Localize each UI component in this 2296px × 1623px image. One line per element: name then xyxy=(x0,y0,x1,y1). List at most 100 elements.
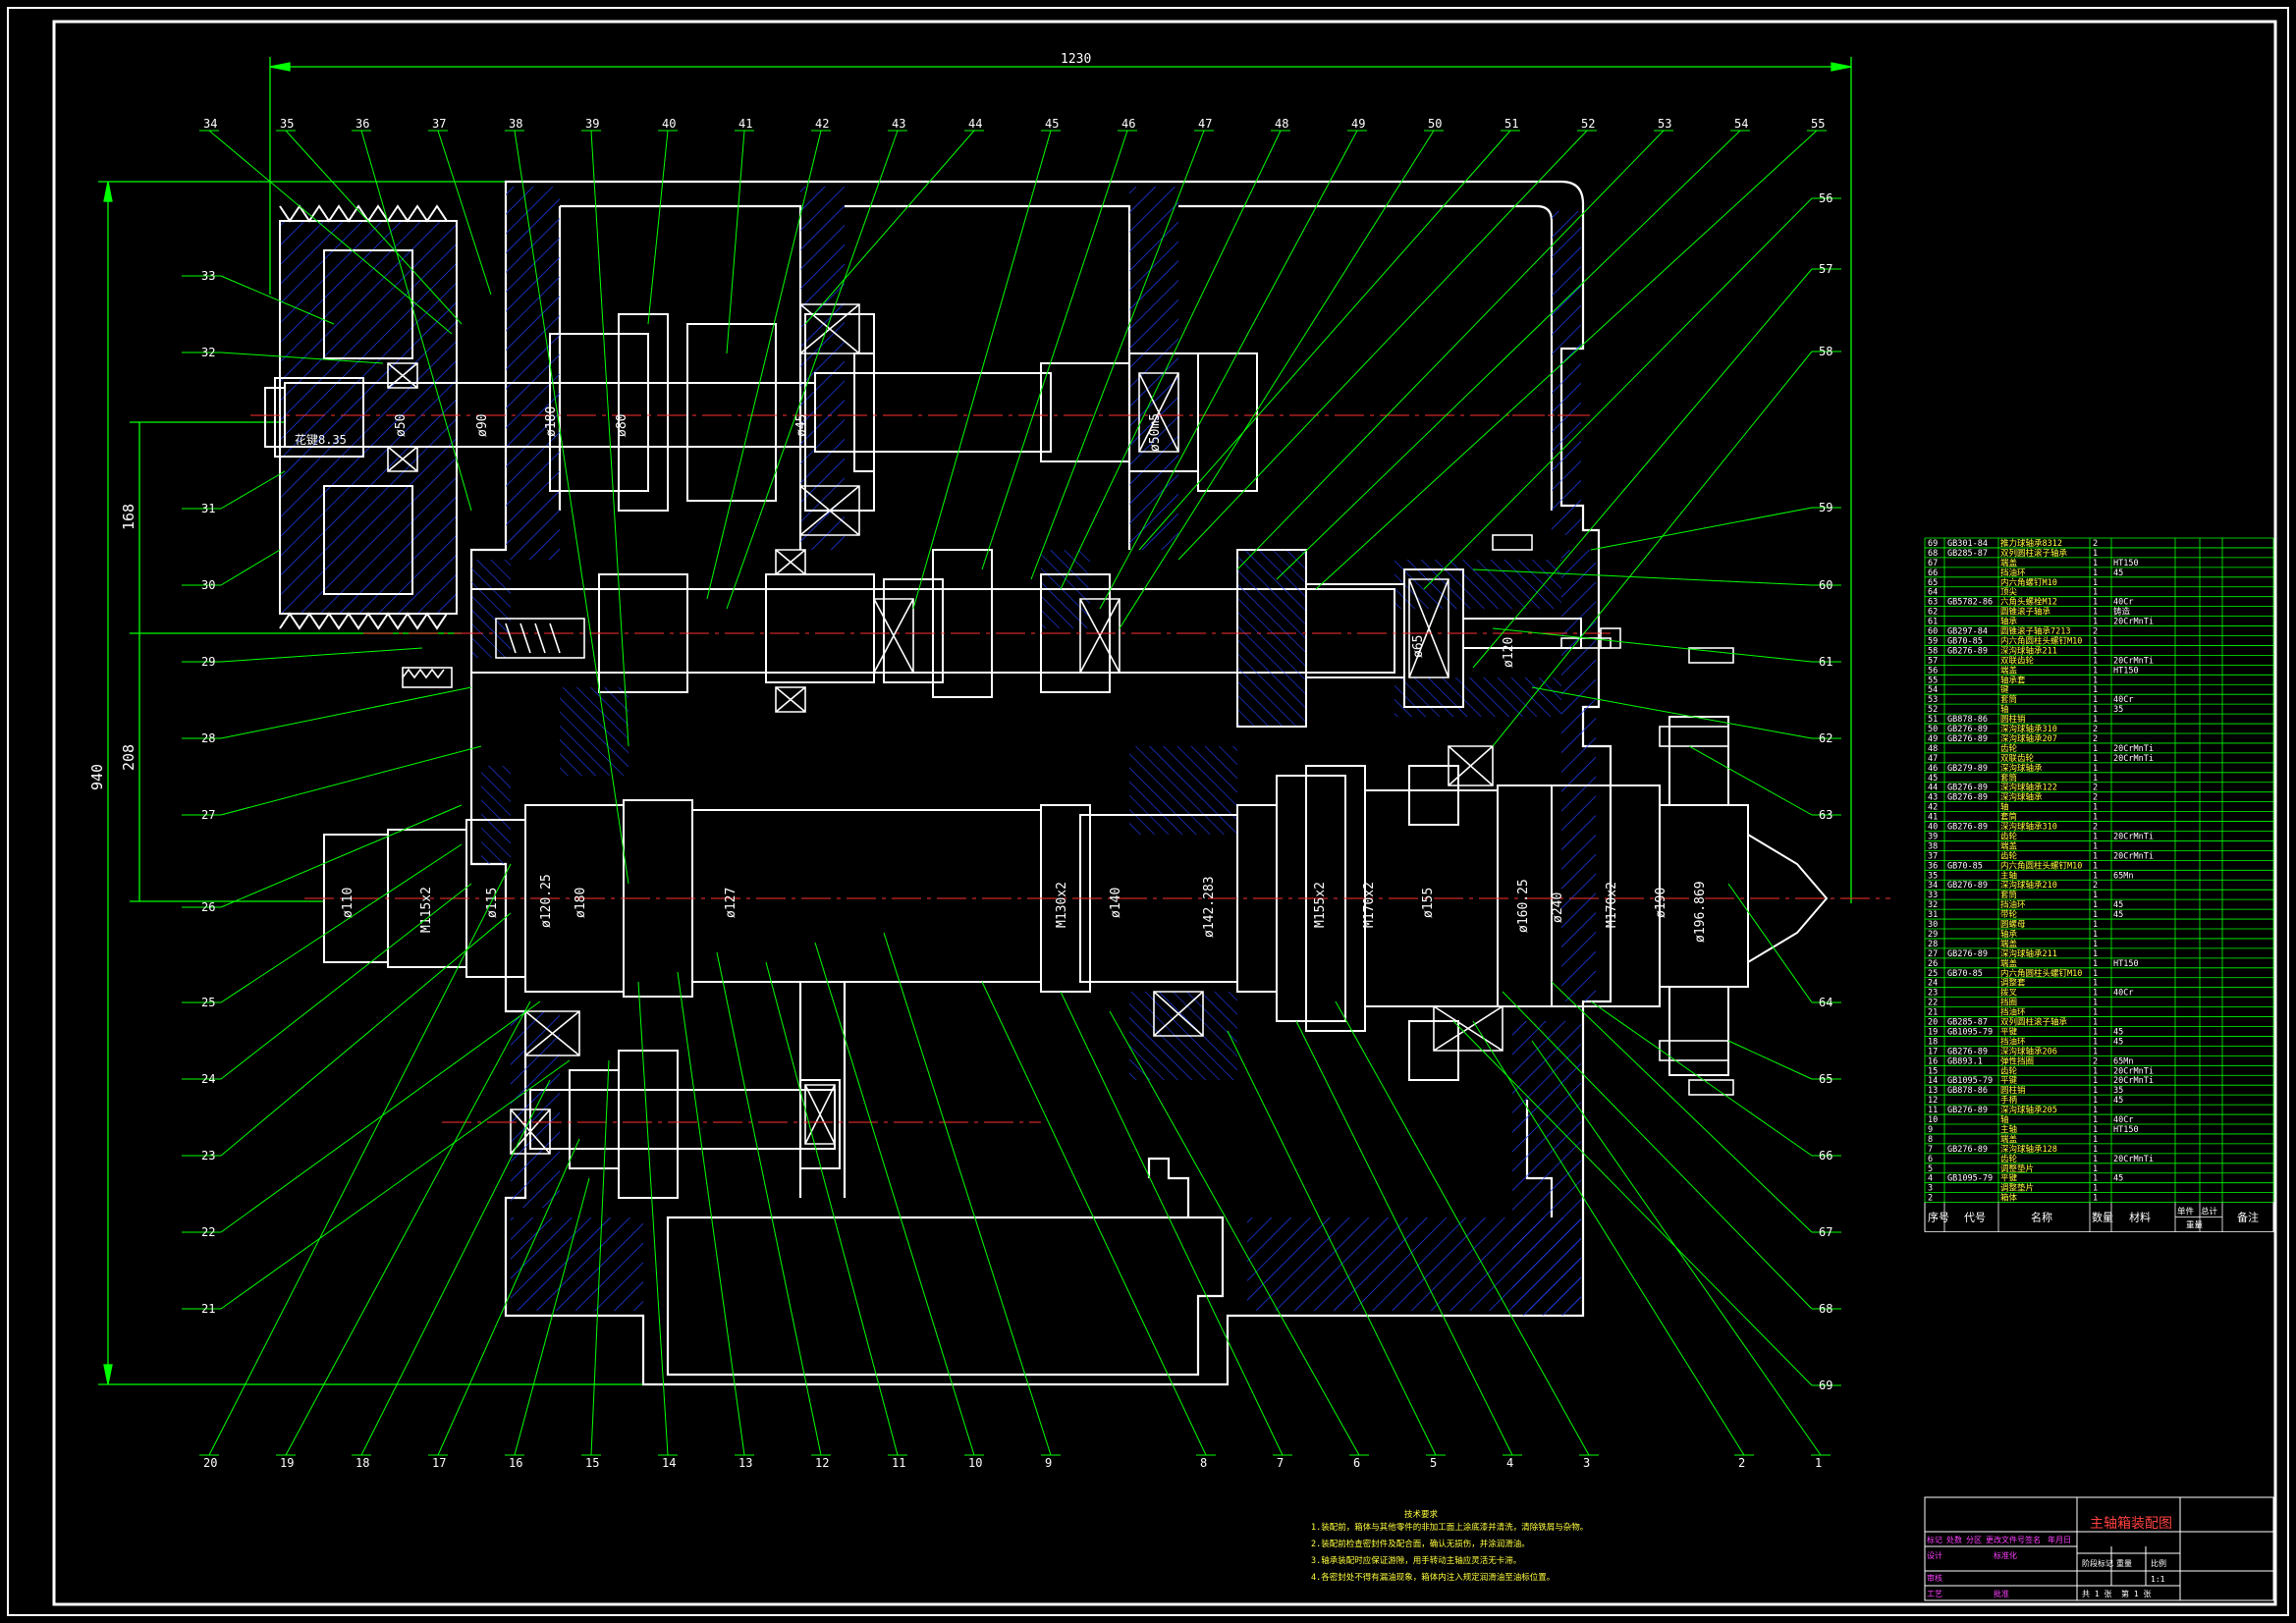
leader-line xyxy=(437,1138,580,1456)
svg-text:11: 11 xyxy=(892,1456,905,1470)
bom-row-qty: 1 xyxy=(2093,1194,2098,1204)
bom-row-material: 65Mn xyxy=(2113,1056,2133,1066)
dimension-lines xyxy=(98,57,1852,1385)
bom-row-code: GB276-89 xyxy=(1947,725,1988,734)
bom-row-qty: 1 xyxy=(2093,832,2098,841)
leader-line xyxy=(981,130,1128,570)
bom-row-code: GB276-89 xyxy=(1947,734,1988,744)
bom-row-qty: 1 xyxy=(2093,705,2098,715)
svg-text:9: 9 xyxy=(1045,1456,1052,1470)
leader-line xyxy=(1335,1001,1590,1456)
bom-row-number: 61 xyxy=(1928,618,1938,627)
svg-text:ø180: ø180 xyxy=(544,406,559,437)
bom-row-name: 齿轮 xyxy=(2000,743,2018,754)
leader-line xyxy=(220,275,335,325)
svg-text:ø240: ø240 xyxy=(1551,893,1565,923)
bom-row-qty: 1 xyxy=(2093,1174,2098,1184)
svg-text:18: 18 xyxy=(355,1456,369,1470)
leader-line xyxy=(285,1001,531,1456)
bom-row-number: 12 xyxy=(1928,1096,1938,1106)
leader-line xyxy=(1688,745,1813,816)
bom-row-name: 双联齿轮 xyxy=(2000,753,2035,764)
svg-text:M115x2: M115x2 xyxy=(419,887,434,933)
bom-row-material: HT150 xyxy=(2113,666,2139,676)
bom-header-single: 单件 xyxy=(2177,1207,2195,1217)
bom-row-qty: 2 xyxy=(2093,725,2098,734)
svg-text:69: 69 xyxy=(1819,1379,1832,1392)
bom-row-number: 30 xyxy=(1928,920,1938,930)
bom-row-material: 45 xyxy=(2113,1027,2123,1037)
svg-text:12: 12 xyxy=(815,1456,829,1470)
bom-row-name: 深沟球轴承211 xyxy=(2000,948,2057,959)
svg-text:27: 27 xyxy=(201,808,215,822)
bom-row-material: 40Cr xyxy=(2113,695,2133,705)
bom-row-name: 主轴 xyxy=(2000,870,2017,881)
svg-text:23: 23 xyxy=(201,1149,215,1163)
leader-line xyxy=(220,804,463,908)
bom-row-name: 调整垫片 xyxy=(2000,1163,2034,1174)
svg-text:22: 22 xyxy=(201,1225,215,1239)
svg-text:3.轴承装配时应保证游隙，用手转动主轴应灵活无卡滞。: 3.轴承装配时应保证游隙，用手转动主轴应灵活无卡滞。 xyxy=(1311,1555,1521,1566)
bom-row-number: 13 xyxy=(1928,1086,1938,1096)
svg-text:3: 3 xyxy=(1583,1456,1590,1470)
bom-row-name: 主轴 xyxy=(2000,1124,2017,1135)
svg-text:7: 7 xyxy=(1277,1456,1284,1470)
svg-text:16: 16 xyxy=(509,1456,522,1470)
section-hatching xyxy=(471,187,1596,1316)
svg-text:13: 13 xyxy=(738,1456,752,1470)
bom-row-code: GB276-89 xyxy=(1947,823,1988,833)
leader-line xyxy=(220,1001,541,1233)
bom-row-qty: 2 xyxy=(2093,1056,2098,1066)
bom-row-qty: 2 xyxy=(2093,734,2098,744)
technical-notes: 技术要求 1.装配前，箱体与其他零件的非加工面上涂底漆并清洗，清除铁屑与杂物。 … xyxy=(1311,1509,1588,1583)
bom-row-material: 20CrMnTi xyxy=(2113,754,2154,764)
leader-line xyxy=(1551,981,1813,1233)
bom-row-number: 43 xyxy=(1928,793,1938,803)
svg-text:56: 56 xyxy=(1819,191,1832,205)
bom-row-qty: 1 xyxy=(2093,851,2098,861)
bom-row-name: 轴 xyxy=(2000,1114,2009,1125)
bom-row-material: 45 xyxy=(2113,910,2123,920)
leader-line xyxy=(981,981,1207,1456)
bom-row-number: 18 xyxy=(1928,1037,1938,1047)
svg-text:58: 58 xyxy=(1819,345,1832,358)
svg-text:33: 33 xyxy=(201,269,215,283)
bom-row-number: 44 xyxy=(1928,784,1938,793)
svg-text:批准: 批准 xyxy=(1994,1589,2009,1598)
bom-row-name: 轴承 xyxy=(2000,617,2018,627)
svg-text:46: 46 xyxy=(1121,117,1135,131)
centerlines xyxy=(250,414,1890,1123)
leader-line xyxy=(1502,991,1813,1310)
leader-line xyxy=(1109,1010,1360,1456)
svg-text:M170x2: M170x2 xyxy=(1605,882,1619,928)
bom-row-name: 拨叉 xyxy=(2000,988,2018,999)
bom-row-qty: 1 xyxy=(2093,949,2098,959)
bom-row-name: 键 xyxy=(2000,684,2009,695)
bom-row-material: 40Cr xyxy=(2113,1115,2133,1125)
bom-row-name: 齿轮 xyxy=(2000,1154,2018,1164)
bom-row-qty: 1 xyxy=(2093,1086,2098,1096)
svg-text:21: 21 xyxy=(201,1302,215,1316)
bom-row-qty: 1 xyxy=(2093,920,2098,930)
svg-text:ø50m5: ø50m5 xyxy=(1148,413,1163,452)
bom-row-number: 3 xyxy=(1928,1184,1933,1194)
bom-row-number: 15 xyxy=(1928,1066,1938,1076)
bom-row-number: 64 xyxy=(1928,588,1938,598)
bom-row-material: 40Cr xyxy=(2113,989,2133,999)
bom-header-code: 代号 xyxy=(1964,1212,1986,1224)
svg-text:主轴箱装配图: 主轴箱装配图 xyxy=(2090,1516,2172,1532)
bom-row-material: 20CrMnTi xyxy=(2113,744,2154,754)
bom-row-name: 挡油环 xyxy=(2000,1036,2026,1047)
bom-header-total: 总计 xyxy=(2201,1207,2218,1217)
dim-lower: 208 xyxy=(120,744,137,771)
bom-row-name: 套筒 xyxy=(2000,812,2017,823)
bom-row-number: 11 xyxy=(1928,1106,1938,1115)
leader-line xyxy=(360,1079,551,1456)
inner-frame xyxy=(52,20,2277,1606)
bom-row-code: GB1095-79 xyxy=(1947,1174,1993,1184)
svg-text:39: 39 xyxy=(585,117,599,131)
bom-row-qty: 1 xyxy=(2093,930,2098,940)
bom-row-number: 42 xyxy=(1928,803,1938,813)
bom-row-number: 9 xyxy=(1928,1125,1933,1135)
balloon-labels-right: 56 57 58 59 60 61 62 63 64 65 66 67 68 6… xyxy=(1819,191,1832,1392)
